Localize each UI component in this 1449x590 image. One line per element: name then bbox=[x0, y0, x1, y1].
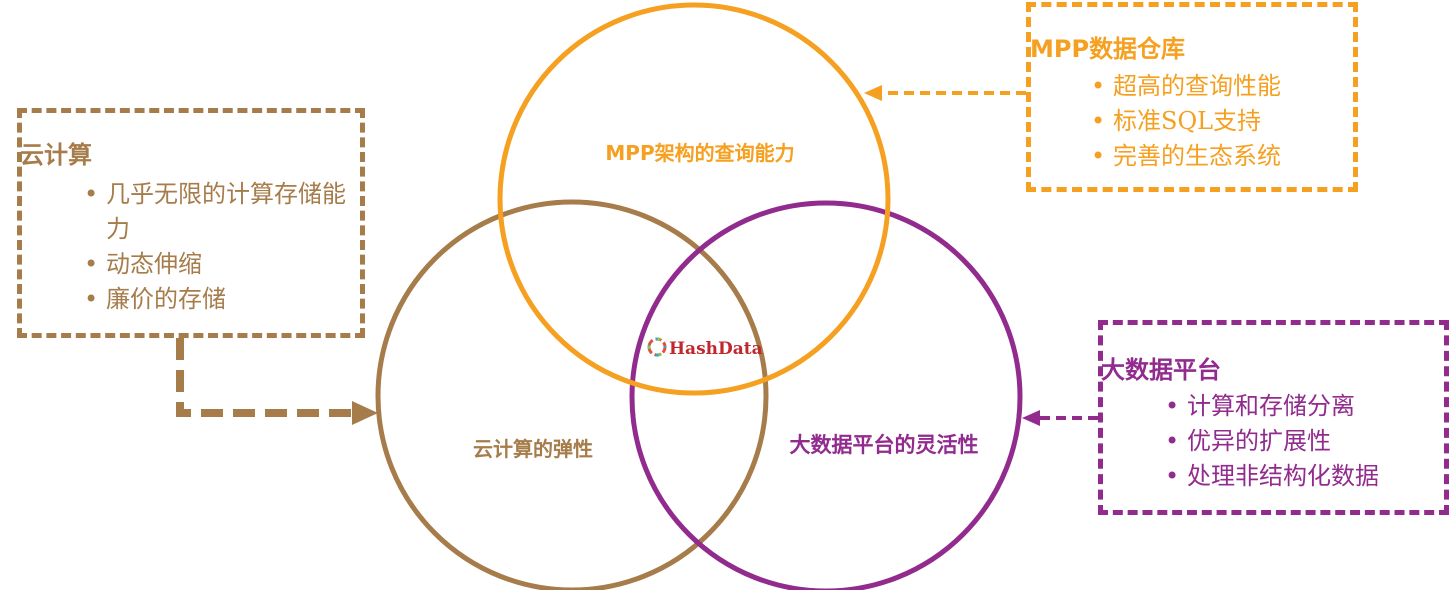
connector-cloud bbox=[176, 338, 352, 417]
list-item: 超高的查询性能 bbox=[1091, 69, 1281, 104]
mpp-box-list: 超高的查询性能 标准SQL支持 完善的生态系统 bbox=[1091, 69, 1281, 174]
arrowhead-bigdata bbox=[1022, 410, 1040, 426]
arrowhead-cloud bbox=[352, 401, 378, 425]
circle-mpp-label: MPP架构的查询能力 bbox=[605, 141, 794, 165]
mpp-box-title: MPP数据仓库 bbox=[1030, 35, 1186, 63]
list-item: 动态伸缩 bbox=[84, 247, 349, 282]
cloud-box-list: 几乎无限的计算存储能力 动态伸缩 廉价的存储 bbox=[84, 177, 349, 317]
arrowhead-mpp bbox=[864, 85, 882, 101]
cloud-computing-box: 云计算 几乎无限的计算存储能力 动态伸缩 廉价的存储 bbox=[17, 108, 365, 338]
list-item: 完善的生态系统 bbox=[1091, 139, 1281, 174]
list-item: 计算和存储分离 bbox=[1165, 389, 1379, 424]
list-item: 处理非结构化数据 bbox=[1165, 459, 1379, 494]
bigdata-box-list: 计算和存储分离 优异的扩展性 处理非结构化数据 bbox=[1165, 389, 1379, 494]
circle-bigdata bbox=[629, 200, 1023, 590]
hashdata-logo: HashData bbox=[647, 337, 763, 359]
bigdata-box-title: 大数据平台 bbox=[1101, 356, 1221, 384]
list-item: 优异的扩展性 bbox=[1165, 424, 1379, 459]
hashdata-logo-icon bbox=[647, 337, 667, 357]
circle-cloud-label: 云计算的弹性 bbox=[473, 437, 593, 461]
hashdata-logo-text: HashData bbox=[669, 339, 763, 359]
bigdata-platform-box: 大数据平台 计算和存储分离 优异的扩展性 处理非结构化数据 bbox=[1098, 320, 1449, 515]
cloud-box-title: 云计算 bbox=[20, 141, 92, 169]
circle-cloud bbox=[375, 199, 769, 590]
list-item: 廉价的存储 bbox=[84, 282, 349, 317]
list-item: 几乎无限的计算存储能力 bbox=[84, 177, 349, 247]
circle-mpp bbox=[497, 2, 891, 396]
list-item: 标准SQL支持 bbox=[1091, 104, 1281, 139]
circle-bigdata-label: 大数据平台的灵活性 bbox=[790, 433, 979, 457]
mpp-warehouse-box: MPP数据仓库 超高的查询性能 标准SQL支持 完善的生态系统 bbox=[1026, 2, 1358, 192]
